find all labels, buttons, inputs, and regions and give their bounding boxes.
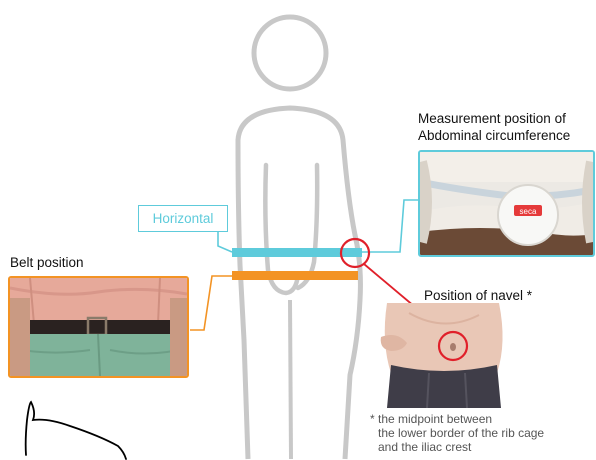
measurement-label-line1: Measurement position of: [418, 110, 570, 127]
footnote-line2: the lower border of the rib cage: [370, 426, 544, 440]
belt-connector: [190, 276, 232, 330]
figure-body-outline: [238, 108, 360, 459]
figure-head: [254, 17, 326, 89]
belt-position-label: Belt position: [10, 254, 84, 271]
footnote-line3: and the iliac crest: [370, 440, 544, 454]
footnote-line1: * the midpoint between: [370, 412, 544, 426]
navel-position-label: Position of navel *: [424, 287, 532, 304]
figure-right-arm: [298, 165, 317, 288]
measurement-photo-illustration: seca: [420, 152, 593, 255]
horizontal-tag: Horizontal: [138, 205, 228, 232]
seca-brand-text: seca: [520, 207, 537, 216]
belt-line: [232, 271, 358, 280]
navel-photo: [369, 303, 519, 408]
belt-photo-illustration: [10, 278, 187, 376]
measurement-connector: [362, 200, 418, 252]
hand-drawn-stroke: [26, 402, 126, 459]
measurement-position-label: Measurement position of Abdominal circum…: [418, 110, 570, 144]
footnote: * the midpoint between the lower border …: [370, 412, 544, 454]
navel-photo-illustration: [369, 303, 519, 408]
horizontal-label: Horizontal: [153, 211, 214, 226]
figure-leg-split: [290, 300, 291, 459]
measurement-label-line2: Abdominal circumference: [418, 127, 570, 144]
belt-photo: [8, 276, 189, 378]
measurement-photo: seca: [418, 150, 595, 257]
